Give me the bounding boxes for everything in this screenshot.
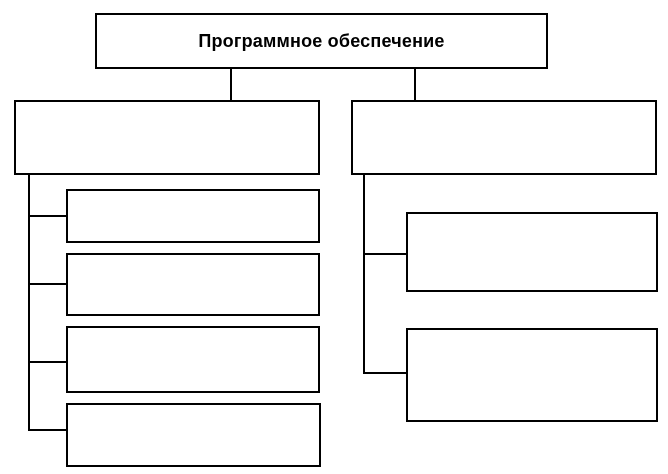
left-child-node-1 [66, 189, 320, 243]
branch-node-left [14, 100, 320, 175]
left-child-node-4 [66, 403, 321, 467]
branch-node-right [351, 100, 657, 175]
right-child-node-1 [406, 212, 658, 292]
root-node: Программное обеспечение [95, 13, 548, 69]
left-child-node-2 [66, 253, 320, 316]
root-node-label: Программное обеспечение [198, 30, 445, 51]
left-child-node-3 [66, 326, 320, 393]
right-child-node-2 [406, 328, 658, 422]
